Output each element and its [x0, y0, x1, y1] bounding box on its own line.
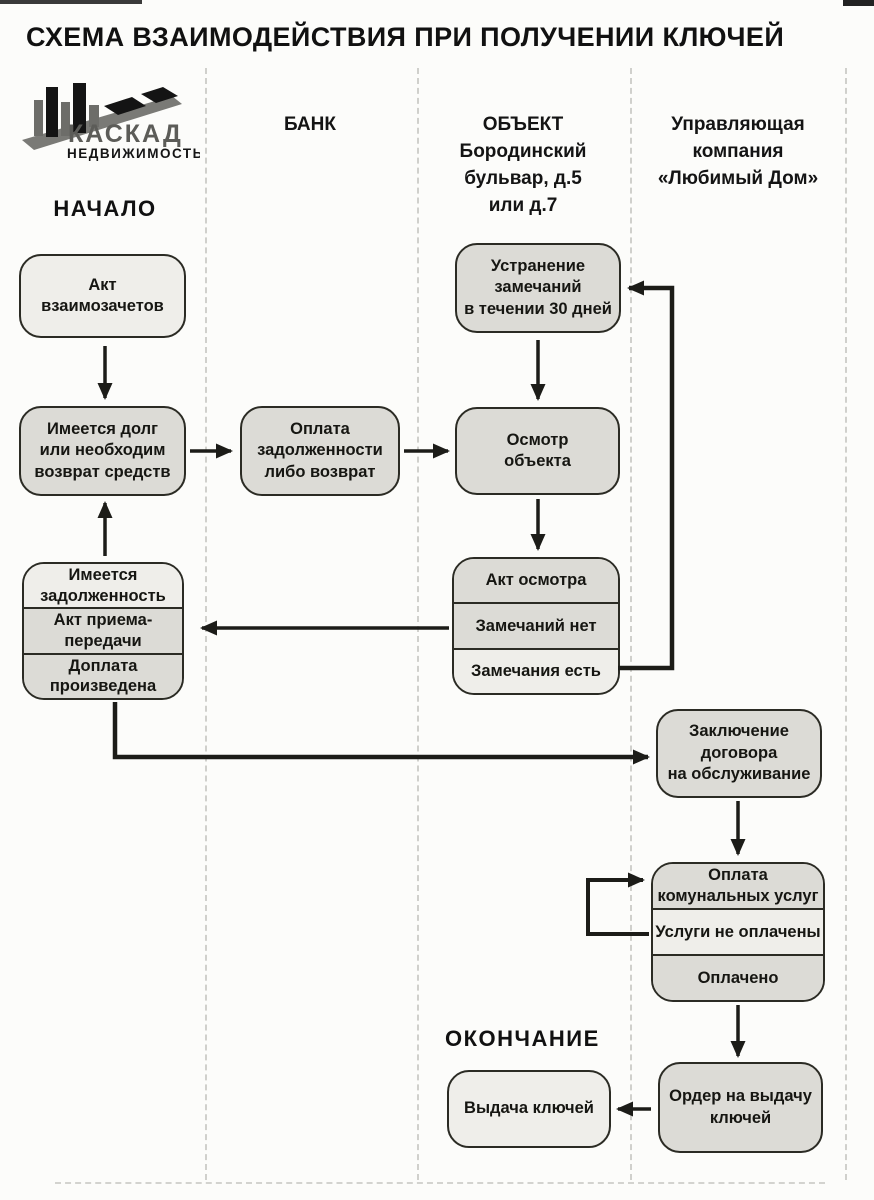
node-order-na-vydachu: Ордер на выдачу ключей [658, 1062, 823, 1153]
stack-row-akt-priema-peredachi: Акт приема- передачи [24, 607, 182, 653]
lane-header-management: Управляющая компания «Любимый Дом» [657, 114, 819, 189]
lane-divider [845, 68, 847, 1180]
node-osmotr-obekta: Осмотр объекта [455, 407, 620, 495]
arrow-doplata-to-dogovor [112, 702, 650, 765]
logo-subtitle-text: НЕДВИЖИМОСТЬ [67, 146, 200, 161]
logo-name-text: КАСКАД [68, 120, 183, 148]
stack-debt: Имеется задолженность Акт приема- переда… [22, 562, 184, 700]
node-vydacha-klyuchey: Выдача ключей [447, 1070, 611, 1148]
node-act-vzaimozachetov: Акт взаимозачетов [19, 254, 186, 338]
arrow-zamechaniya-est-to-ustranenie [618, 280, 675, 671]
lane-divider [630, 68, 632, 1180]
lane-divider [205, 68, 207, 1180]
stack-row-oplacheno: Оплачено [653, 954, 823, 1000]
scan-artifact-top-left [0, 0, 142, 4]
lane-header-object: ОБЪЕКТ Бородинский бульвар, д.5 или д.7 [459, 114, 587, 216]
company-logo: КАСКАД НЕДВИЖИМОСТЬ [20, 80, 202, 170]
stack-row-doplata-proizvedena: Доплата произведена [24, 652, 182, 698]
end-label: ОКОНЧАНИЕ [445, 1026, 600, 1051]
stack-row-akt-osmotra: Акт осмотра [454, 559, 618, 603]
lane-divider [417, 68, 419, 1180]
stack-row-uslugi-ne-oplacheny: Услуги не оплачены [653, 908, 823, 954]
stack-row-imeetsya-zadolzhennost: Имеется задолженность [24, 564, 182, 608]
lane-header-bank: БАНК [284, 114, 336, 135]
stack-row-zamechaniy-net: Замечаний нет [454, 602, 618, 648]
stack-row-oplata-uslug: Оплата комунальных услуг [653, 864, 823, 908]
start-label: НАЧАЛО [53, 196, 157, 221]
stack-utilities: Оплата комунальных услуг Услуги не оплач… [651, 862, 825, 1002]
arrow-uslugi-loop [586, 872, 649, 936]
node-imeetsya-dolg: Имеется долг или необходим возврат средс… [19, 406, 186, 496]
page-title: СХЕМА ВЗАИМОДЕЙСТВИЯ ПРИ ПОЛУЧЕНИИ КЛЮЧЕ… [26, 22, 785, 52]
scan-artifact-bottom-line [55, 1182, 825, 1184]
scan-artifact-top-right [843, 0, 874, 6]
stack-row-zamechaniya-est: Замечания есть [454, 647, 618, 693]
stack-inspection: Акт осмотра Замечаний нет Замечания есть [452, 557, 620, 695]
logo-buildings-roof-icon: КАСКАД НЕДВИЖИМОСТЬ [22, 83, 202, 161]
node-zaklyuchenie-dogovora: Заключение договора на обслуживание [656, 709, 822, 798]
node-ustranenie-zamechaniy: Устранение замечаний в течении 30 дней [455, 243, 621, 333]
node-oplata-zadolzhennosti: Оплата задолженности либо возврат [240, 406, 400, 496]
